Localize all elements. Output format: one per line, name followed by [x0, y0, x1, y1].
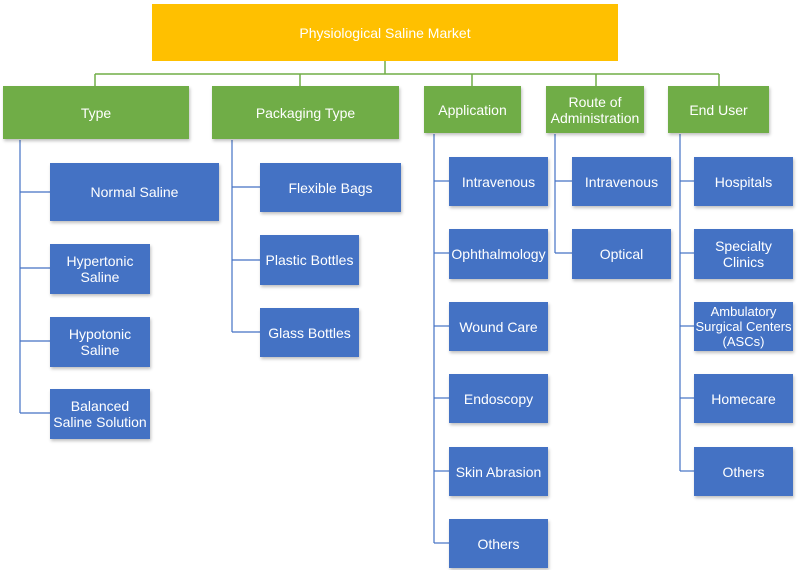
leaf-label: Homecare: [711, 390, 776, 407]
root-label: Physiological Saline Market: [299, 24, 471, 41]
leaf-glass-bottles: Glass Bottles: [260, 308, 359, 357]
leaf-label: Intravenous: [584, 173, 659, 190]
leaf-label: Specialty Clinics: [715, 238, 772, 270]
leaf-wound-care: Wound Care: [449, 302, 548, 351]
category-type: Type: [3, 86, 189, 139]
category-application: Application: [424, 86, 521, 133]
leaf-label: Ophthalmology: [451, 246, 546, 262]
category-route-of-administration: Route of Administration: [546, 86, 644, 133]
leaf-label: Glass Bottles: [268, 324, 351, 341]
leaf-others: Others: [694, 447, 793, 496]
leaf-label: Endoscopy: [463, 390, 534, 407]
leaf-balanced-saline-solution: Balanced Saline Solution: [50, 389, 150, 439]
leaf-label: Plastic Bottles: [265, 252, 354, 268]
root-node: Physiological Saline Market: [152, 4, 618, 61]
leaf-skin-abrasion: Skin Abrasion: [449, 447, 548, 496]
leaf-label: Skin Abrasion: [455, 463, 542, 480]
category-packaging-type: Packaging Type: [212, 86, 399, 139]
leaf-optical: Optical: [572, 229, 671, 279]
category-label: Application: [438, 101, 507, 118]
leaf-intravenous: Intravenous: [449, 157, 548, 206]
leaf-endoscopy: Endoscopy: [449, 374, 548, 423]
category-label: End User: [689, 101, 748, 118]
leaf-label: Normal Saline: [90, 184, 179, 200]
leaf-label: Hypotonic Saline: [68, 326, 132, 358]
leaf-label: Balanced Saline Solution: [53, 398, 147, 430]
leaf-intravenous: Intravenous: [572, 157, 671, 206]
leaf-plastic-bottles: Plastic Bottles: [260, 235, 359, 285]
category-label: Packaging Type: [255, 104, 356, 121]
category-end-user: End User: [668, 86, 769, 133]
leaf-flexible-bags: Flexible Bags: [260, 163, 401, 212]
leaf-hypertonic-saline: Hypertonic Saline: [50, 244, 150, 294]
leaf-hypotonic-saline: Hypotonic Saline: [50, 317, 150, 367]
leaf-label: Flexible Bags: [288, 179, 373, 196]
leaf-label: Others: [477, 535, 520, 552]
leaf-label: Hospitals: [714, 173, 773, 190]
category-label: Type: [80, 104, 112, 121]
leaf-label: Optical: [599, 246, 644, 262]
leaf-ambulatory-surgical-centers: Ambulatory Surgical Centers (ASCs): [694, 302, 793, 351]
tree-connectors: [19, 134, 694, 544]
leaf-normal-saline: Normal Saline: [50, 163, 219, 221]
leaf-others: Others: [449, 519, 548, 568]
leaf-hospitals: Hospitals: [694, 157, 793, 206]
root-connectors: [94, 61, 720, 86]
category-label: Route of Administration: [550, 93, 640, 126]
leaf-label: Hypertonic Saline: [66, 253, 134, 285]
leaf-label: Ambulatory Surgical Centers (ASCs): [695, 304, 792, 349]
leaf-ophthalmology: Ophthalmology: [449, 229, 548, 279]
leaf-specialty-clinics: Specialty Clinics: [694, 229, 793, 279]
leaf-label: Wound Care: [459, 318, 538, 335]
leaf-label: Intravenous: [461, 173, 536, 190]
leaf-label: Others: [722, 463, 765, 480]
leaf-homecare: Homecare: [694, 374, 793, 423]
